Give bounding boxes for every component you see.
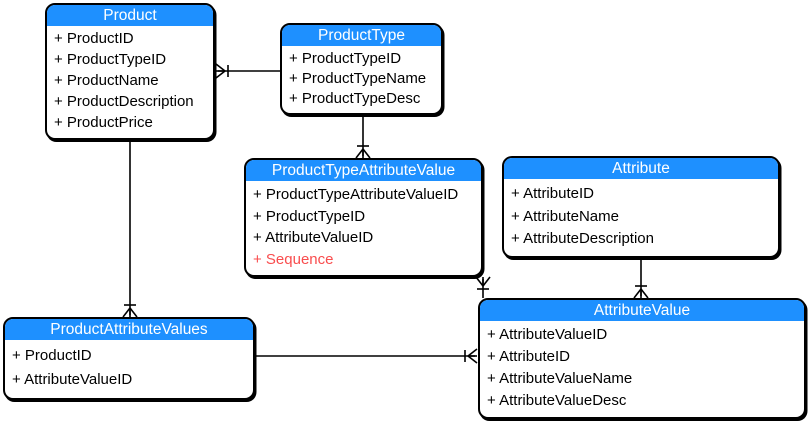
entity-attribute: + Sequence <box>253 250 334 268</box>
entity-product[interactable]: Product+ ProductID+ ProductTypeID+ Produ… <box>45 3 215 140</box>
entity-attribute: + AttributeValueID <box>12 371 133 389</box>
entity-title: ProductAttributeValues <box>5 319 253 340</box>
connector-ProductAttributeValues-AttributeValue[interactable] <box>255 348 478 364</box>
connector-ProductType-ProductTypeAttributeValue[interactable] <box>355 115 371 159</box>
entity-attribute-value[interactable]: AttributeValue+ AttributeValueID+ Attrib… <box>478 298 806 419</box>
entity-attribute: + ProductPrice <box>54 114 153 132</box>
entity-product-type[interactable]: ProductType + ProductTypeID + ProductTypeN… <box>280 23 443 115</box>
entity-attribute: + AttributeValueDesc <box>487 392 627 410</box>
connector-Product-ProductAttributeValues[interactable] <box>122 140 138 318</box>
entity-attribute-list: + ProductTypeAttributeValueID + ProductTy… <box>246 181 481 275</box>
connector-ProductType-Product[interactable] <box>215 63 280 79</box>
entity-attribute: + ProductTypeName <box>289 69 427 87</box>
entity-attribute-list: + AttributeValueID + AttributeID + Attribu… <box>480 321 804 417</box>
entity-attribute: + ProductID <box>54 30 134 48</box>
entity-attribute: + ProductName <box>54 72 159 90</box>
entity-title: AttributeValue <box>480 300 804 321</box>
entity-attribute: + ProductTypeID <box>54 51 167 69</box>
entity-attribute: + AttributeID <box>511 185 594 203</box>
entity-attribute-list: + ProductTypeID + ProductTypeName + Produc… <box>282 46 441 113</box>
entity-attribute-list: + AttributeID + AttributeName + AttributeD… <box>504 179 778 256</box>
entity-title: Product <box>47 5 213 26</box>
entity-product-attribute-values[interactable]: ProductAttributeValues + ProductID + Attri… <box>3 317 255 400</box>
entity-product-type-attribute-value[interactable]: ProductTypeAttributeValue+ ProductTypeAt… <box>244 158 483 277</box>
entity-attribute: + ProductID <box>12 347 92 365</box>
entity-attribute: + AttributeID <box>487 348 570 366</box>
entity-attribute: + AttributeValueID <box>487 326 608 344</box>
entity-attribute-list: + ProductID + AttributeValueID <box>5 340 253 398</box>
entity-attribute: + ProductTypeAttributeValueID <box>253 186 459 203</box>
entity-attribute: + ProductTypeDesc <box>289 89 421 107</box>
entity-attribute: + ProductTypeID <box>253 207 366 225</box>
entity-attribute-list: + ProductID + ProductTypeID + ProductName +… <box>47 26 213 138</box>
entity-attribute: + AttributeValueID <box>253 229 374 246</box>
entity-attribute: + AttributeDescription <box>511 230 654 248</box>
connector-ProductTypeAttributeValue-AttributeValue[interactable] <box>475 276 491 298</box>
entity-attribute: + AttributeValueName <box>487 370 633 388</box>
entity-attribute[interactable]: Attribute+ AttributeID+ AttributeName+ A… <box>502 156 780 258</box>
entity-title: ProductType <box>282 25 441 46</box>
entity-title: ProductTypeAttributeValue <box>246 160 481 181</box>
entity-attribute: + AttributeName <box>511 207 619 225</box>
connector-Attribute-AttributeValue[interactable] <box>633 258 649 299</box>
entity-attribute: + ProductDescription <box>54 93 194 111</box>
entity-title: Attribute <box>504 158 778 179</box>
entity-attribute: + ProductTypeID <box>289 49 402 67</box>
